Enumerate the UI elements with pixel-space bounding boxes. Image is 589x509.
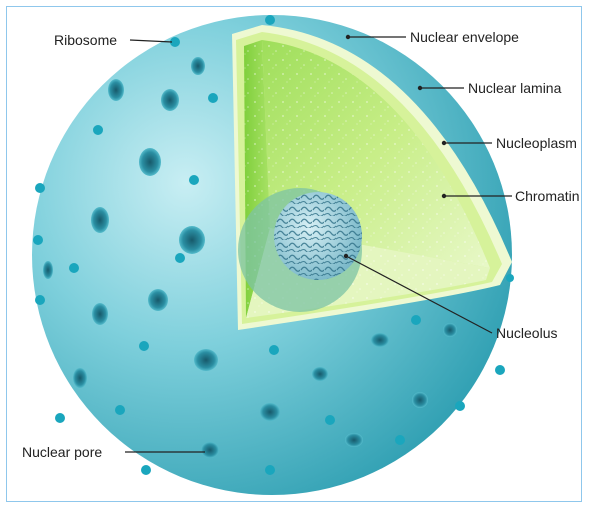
leader-end-dot [442,141,446,145]
label-nuclear-envelope: Nuclear envelope [410,29,519,45]
ribosome-dot [411,315,421,325]
label-nucleoplasm: Nucleoplasm [496,135,577,151]
nuclear-pore [179,226,205,254]
nuclear-pore [148,289,168,311]
ribosome-dot [506,274,514,282]
label-nuclear-lamina: Nuclear lamina [468,80,562,96]
ribosome-dot [189,175,199,185]
ribosome-dot [141,465,151,475]
nuclear-pore [194,349,218,371]
nuclear-pore [92,303,108,325]
nuclear-pore [345,433,363,447]
ribosome-dot [35,183,45,193]
nuclear-pore [161,89,179,111]
ribosome-dot [69,263,79,273]
ribosome-dot [55,413,65,423]
label-chromatin: Chromatin [515,188,580,204]
nuclear-pore [91,207,109,233]
nuclear-pore [108,79,124,101]
leader-end-dot [418,86,422,90]
ribosome-dot [33,235,43,245]
label-ribosome: Ribosome [54,32,117,48]
ribosome-dot [265,15,275,25]
ribosome-dot [455,401,465,411]
nuclear-pore [191,57,205,75]
ribosome-dot [395,435,405,445]
nuclear-pore [139,148,161,176]
ribosome-dot [93,125,103,135]
nuclear-pore [73,368,87,388]
ribosome-dot [175,253,185,263]
ribosome-dot [495,365,505,375]
ribosome-dot [325,415,335,425]
label-nucleolus: Nucleolus [496,325,557,341]
ribosome-dot [208,93,218,103]
label-nuclear-pore: Nuclear pore [22,444,102,460]
ribosome-dot [269,345,279,355]
nuclear-pore [312,367,328,381]
nuclear-pore [201,442,219,458]
nuclear-pore [260,403,280,421]
leader-end-dot [344,254,348,258]
ribosome-dot [139,341,149,351]
ribosome-dot [265,465,275,475]
ribosome-dot [115,405,125,415]
nuclear-pore [43,261,53,279]
ribosome-dot [35,295,45,305]
nuclear-pore [371,333,389,347]
leader-end-dot [442,194,446,198]
nuclear-pore [443,323,457,337]
nuclear-pore [412,392,428,408]
leader-end-dot [346,35,350,39]
